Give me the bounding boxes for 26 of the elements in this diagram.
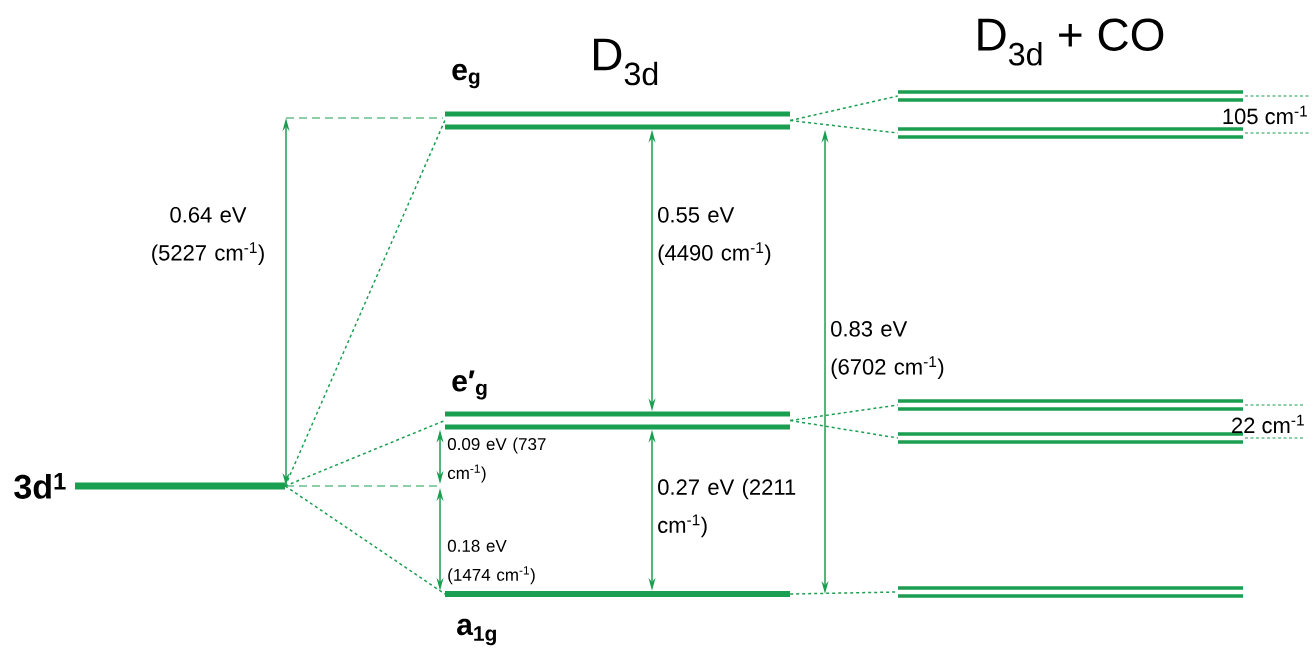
energy-level bbox=[898, 399, 1243, 411]
energy-level bbox=[898, 432, 1243, 444]
correlation-line bbox=[284, 419, 446, 487]
edge-label: 0.83 eV (6702 cm$^{-1}$) bbox=[831, 321, 944, 379]
label-heading: D$_{3d}$ + CO bbox=[978, 18, 1164, 66]
correlation-line bbox=[789, 95, 899, 122]
level-label: e$_{g}$ bbox=[452, 63, 480, 89]
correlation-line bbox=[789, 404, 899, 422]
energy-level bbox=[898, 586, 1243, 598]
edge-label: 0.09 eV (737 cm$^{-1}$) bbox=[447, 437, 546, 483]
level-label: e′$_{g}$ bbox=[452, 370, 487, 400]
energy-level bbox=[898, 127, 1243, 139]
edge-label: 0.27 eV (2211 cm$^{-1}$) bbox=[658, 478, 796, 538]
energy-level bbox=[898, 90, 1243, 102]
dimension-label: 105 cm$^{-1}$ bbox=[1223, 105, 1307, 125]
correlation-line bbox=[284, 485, 446, 595]
label-heading: D$_{3d}$ bbox=[594, 38, 658, 86]
dimension-label: 22 cm$^{-1}$ bbox=[1232, 414, 1304, 434]
edge-label: 0.55 eV (4490 cm$^{-1}$) bbox=[658, 207, 771, 265]
level-label: 3d$^{1}$ bbox=[14, 473, 66, 499]
correlation-line bbox=[284, 119, 446, 487]
edge-label: 0.64 eV (5227 cm$^{-1}$) bbox=[152, 207, 264, 265]
edge-label: 0.18 eV (1474 cm$^{-1}$) bbox=[447, 539, 535, 585]
level-label: a$_{1g}$ bbox=[457, 618, 496, 646]
correlation-line bbox=[789, 419, 899, 439]
correlation-line bbox=[789, 119, 899, 134]
